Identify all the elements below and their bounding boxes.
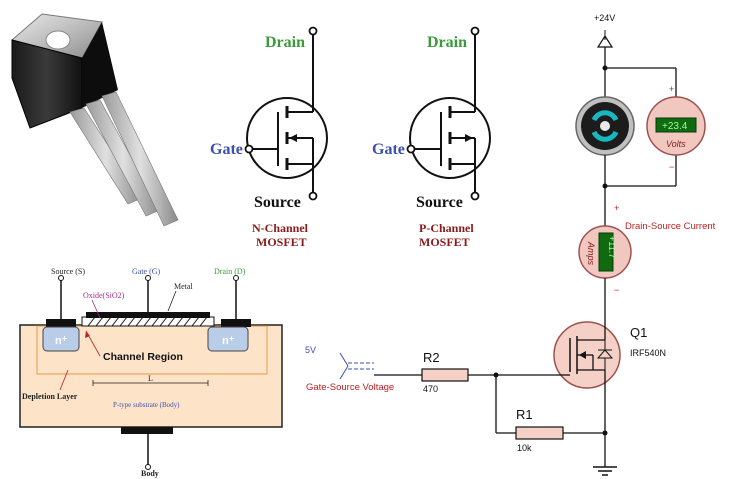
voltmeter-unit: Volts [666,139,686,149]
length-label: L [148,374,153,383]
oxide-label: Oxide(SiO2) [83,291,125,300]
r2-ref: R2 [423,350,440,365]
ammeter-unit: Amps [586,241,596,266]
n-caption-line1: N-Channel [252,221,309,235]
n-plus-left: n⁺ [55,335,68,347]
r2-resistor [421,368,469,382]
drain-terminal-label: Drain (D) [214,267,246,276]
q1-ref: Q1 [630,325,647,340]
voltmeter: +23.4 Volts + − [646,84,706,172]
ammeter-plus: + [614,203,619,213]
n-plus-right: n⁺ [222,335,235,347]
oxide-hatch [87,316,208,327]
p-drain-label: Drain [427,34,467,51]
voltage-source-icon [339,352,374,380]
gate-source-voltage-label: Gate-Source Voltage [306,382,394,393]
p-caption-line2: MOSFET [419,235,470,249]
n-source-label: Source [254,194,301,211]
depletion-layer-label: Depletion Layer [22,392,78,401]
gate-terminal-label: Gate (G) [132,267,161,276]
supply-label: +24V [594,13,615,23]
voltmeter-value: +23.4 [662,121,688,132]
q1-mosfet: Q1 IRF540N [553,321,666,467]
ground-icon [593,466,617,476]
metal-label: Metal [174,282,193,291]
source-terminal-label: Source (S) [51,267,85,276]
gate-voltage-value: 5V [305,345,316,355]
body-label: Body [141,469,159,478]
voltmeter-plus: + [669,84,674,94]
q1-part: IRF540N [630,348,666,358]
n-drain-label: Drain [265,34,305,51]
r1-value: 10k [517,443,532,453]
ammeter: +11.7 Amps + − Drain-Source Current [578,203,716,322]
n-gate-label: Gate [210,141,243,158]
n-channel-mosfet-symbol: Drain Gate Source N-Channel MOSFET [210,26,328,249]
p-caption-line1: P-Channel [419,221,474,235]
motor-icon [575,96,635,156]
substrate-label: P-type substrate (Body) [113,401,180,409]
r1-resistor [515,426,564,440]
to220-package-image [10,13,179,227]
channel-region-label: Channel Region [103,351,183,363]
p-source-label: Source [416,194,463,211]
ammeter-minus: − [614,285,619,295]
mosfet-cross-section: n⁺ n⁺ Source (S) Gate (G) Drain (D) Oxid… [19,267,283,478]
p-gate-label: Gate [372,141,405,158]
n-caption-line2: MOSFET [256,235,307,249]
r2-value: 470 [423,384,438,394]
ammeter-value: +11.7 [607,236,617,258]
p-channel-mosfet-symbol: Drain Gate Source P-Channel MOSFET [372,26,491,249]
test-circuit: +24V +23.4 Volts + − [305,13,716,476]
drain-source-current-label: Drain-Source Current [625,221,716,232]
r1-ref: R1 [516,407,533,422]
voltmeter-minus: − [669,162,674,172]
